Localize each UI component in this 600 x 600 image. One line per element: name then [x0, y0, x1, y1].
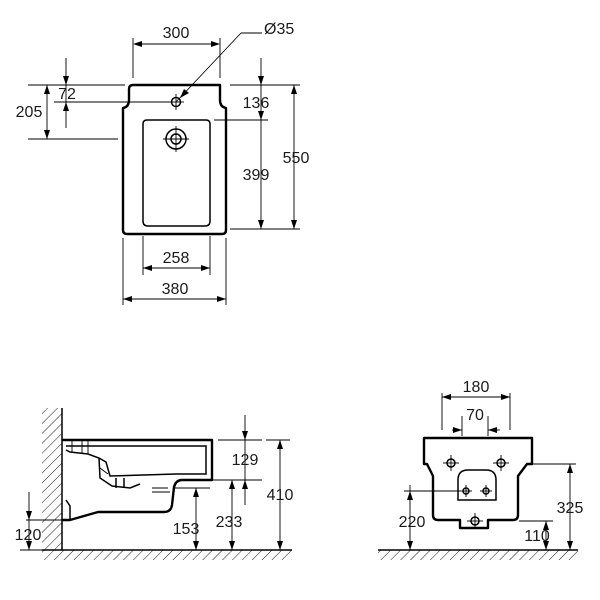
- dim-153-label: 153: [173, 521, 200, 538]
- dim-180-label: 180: [463, 379, 490, 396]
- back-view: 180 70 325 220: [378, 379, 583, 560]
- dim-205-label: 205: [16, 104, 43, 121]
- dimension-110: 110: [519, 520, 553, 550]
- dim-300-label: 300: [163, 25, 190, 42]
- dim-410-label: 410: [267, 487, 294, 504]
- side-view: 129 410 233 153: [15, 408, 294, 560]
- dimension-220: 220: [399, 485, 460, 550]
- dimension-120: 120: [15, 492, 62, 551]
- top-view: 300 Ø35 72 205: [16, 21, 310, 305]
- dim-diameter-label: Ø35: [264, 21, 294, 38]
- dim-72-label: 72: [58, 86, 76, 103]
- dim-550-label: 550: [283, 150, 310, 167]
- floor-hatch-side: [42, 550, 292, 560]
- dimension-72-205: 72 205: [16, 58, 170, 140]
- dimension-410: 410: [266, 439, 294, 550]
- dimension-diameter-35: Ø35: [175, 21, 294, 103]
- dimension-300: 300: [132, 25, 221, 78]
- bowl-outline-top: [142, 119, 211, 227]
- bidet-outline-side: [62, 438, 214, 522]
- dimension-153: 153: [173, 487, 210, 550]
- wall-hatch: [42, 408, 62, 550]
- dimension-70: 70: [452, 407, 500, 436]
- recess-back: [457, 469, 497, 501]
- dim-70-label: 70: [466, 407, 484, 424]
- fixing-bolts: [443, 455, 509, 529]
- dimension-233: 233: [212, 479, 243, 550]
- dim-399-label: 399: [243, 167, 270, 184]
- dimension-136-399-550: 136 399 550: [214, 58, 310, 230]
- bidet-inner-side: [65, 445, 207, 477]
- dim-129-label: 129: [232, 452, 259, 469]
- dim-258-label: 258: [163, 250, 190, 267]
- dim-136-label: 136: [243, 95, 270, 112]
- dim-110-label: 110: [524, 528, 550, 545]
- dimension-325: 325: [533, 463, 584, 550]
- dimension-129: 129: [218, 415, 262, 505]
- drain-hole: [163, 126, 189, 152]
- dimension-258-380: 258 380: [122, 236, 227, 305]
- dim-220-label: 220: [399, 514, 426, 531]
- dim-325-label: 325: [557, 500, 584, 517]
- dim-120-label: 120: [15, 527, 42, 544]
- bidet-outline-top: [121, 83, 228, 236]
- floor-hatch-back: [378, 550, 578, 560]
- bidet-outline-back: [422, 436, 534, 530]
- dimension-180: 180: [441, 379, 511, 430]
- dim-380-label: 380: [162, 281, 189, 298]
- dim-233-label: 233: [216, 514, 243, 531]
